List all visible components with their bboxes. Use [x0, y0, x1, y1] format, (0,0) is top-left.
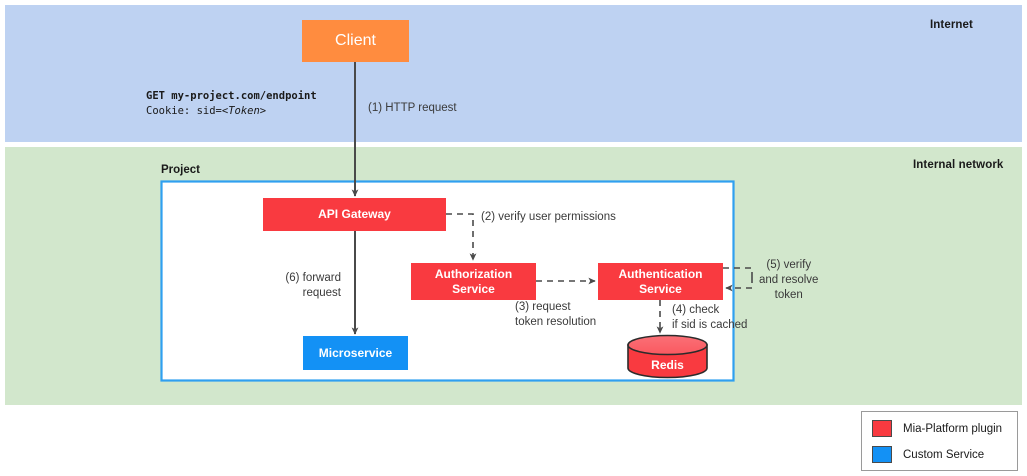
edge-label-forward-request: (6) forward request	[285, 272, 341, 300]
node-authentication-service-label: Authentication Service	[618, 266, 703, 296]
edge-label-verify-resolve-token: (5) verify and resolve token	[759, 259, 819, 302]
zone-internet-band	[5, 5, 1022, 142]
legend-label-custom-service: Custom Service	[903, 448, 985, 461]
edge-label-http-request: (1) HTTP request	[368, 102, 457, 114]
legend-swatch-mia-platform-plugin	[872, 420, 892, 437]
node-authentication-service[interactable]: Authentication Service	[598, 263, 723, 300]
node-api-gateway-label: API Gateway	[318, 207, 391, 221]
legend-item-custom-service: Custom Service	[872, 446, 984, 463]
edge-label-check-sid-cached: (4) check if sid is cached	[672, 304, 748, 332]
project-label: Project	[161, 164, 200, 176]
arrow-authentication-from-external-in	[725, 277, 753, 292]
legend-item-mia-platform-plugin: Mia-Platform plugin	[872, 420, 1002, 437]
legend: Mia-Platform plugin Custom Service	[861, 411, 1018, 471]
node-redis-label: Redis	[651, 358, 684, 372]
http-cookie-prefix: Cookie: sid=<	[146, 105, 229, 118]
http-request-line: GET my-project.com/endpoint	[146, 90, 317, 102]
edge-label-request-token-resolution: (3) request token resolution	[515, 301, 597, 329]
node-authorization-service[interactable]: Authorization Service	[411, 263, 536, 300]
arrow-authentication-to-external-out	[723, 267, 753, 277]
http-request-note: GET my-project.com/endpoint Cookie: sid=…	[146, 89, 317, 119]
http-cookie-line: Cookie: sid=<Token>	[146, 104, 317, 119]
legend-swatch-custom-service	[872, 446, 892, 463]
http-cookie-token: Token	[228, 105, 260, 118]
node-authorization-service-label: Authorization Service	[434, 266, 513, 296]
http-cookie-suffix: >	[259, 105, 267, 118]
node-microservice[interactable]: Microservice	[303, 336, 408, 370]
redis-cylinder	[627, 334, 708, 379]
zone-label-internet: Internet	[930, 19, 973, 31]
edge-label-verify-user-permissions: (2) verify user permissions	[481, 211, 616, 223]
node-redis[interactable]: Redis	[628, 336, 707, 378]
node-client[interactable]: Client	[302, 20, 409, 62]
zone-label-internal-network: Internal network	[913, 159, 1004, 171]
node-client-label: Client	[335, 32, 376, 49]
arrow-gateway-to-authorization	[446, 213, 477, 261]
node-api-gateway[interactable]: API Gateway	[263, 198, 446, 231]
legend-label-mia-platform-plugin: Mia-Platform plugin	[903, 422, 1003, 435]
node-microservice-label: Microservice	[318, 345, 393, 360]
